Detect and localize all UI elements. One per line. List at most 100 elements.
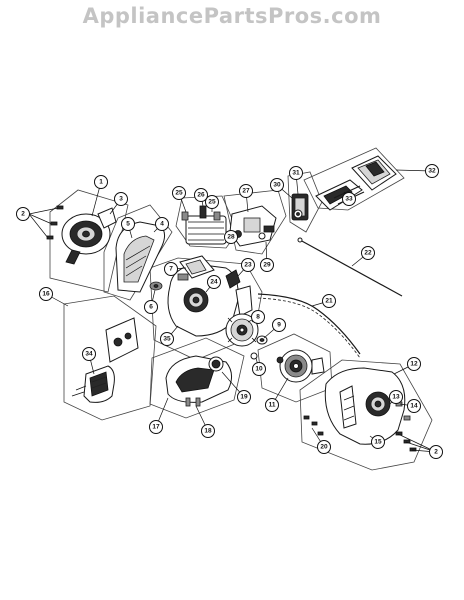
callout-label: 13 [392,394,400,401]
callout-label: 9 [277,322,281,329]
callout-label: 30 [273,182,281,189]
air-box [291,193,309,221]
fuel-tank [165,355,232,407]
callout-label: 12 [410,361,418,368]
callout-14: 14 [407,399,421,413]
callout-label: 10 [255,366,263,373]
callout-25-left: 25 [172,186,186,200]
drive-housing [324,367,417,452]
callout-3: 3 [114,192,128,206]
callout-18: 18 [201,424,215,438]
callout-label: 18 [204,428,212,435]
recoil-starter [61,207,117,265]
callout-19: 19 [237,390,251,404]
callout-label: 4 [160,221,164,228]
callout-23: 23 [241,258,255,272]
callout-12: 12 [407,357,421,371]
callout-label: 2 [21,211,25,218]
callout-label: 28 [227,234,235,241]
drive-housing-group-frame [299,359,433,471]
callout-label: 8 [256,314,260,321]
callout-label: 31 [292,170,300,177]
callout-2-right: 2 [429,445,443,459]
callout-30: 30 [270,178,284,192]
callout-label: 7 [169,266,173,273]
callout-label: 16 [42,291,50,298]
air-filter-group-frame [303,147,405,211]
drive-rod [299,239,403,297]
callout-10: 10 [252,362,266,376]
callout-5: 5 [121,217,135,231]
callout-8: 8 [251,310,265,324]
callout-label: 22 [364,250,372,257]
gasket-7 [179,255,215,279]
clips-20 [303,415,324,436]
callout-27: 27 [239,184,253,198]
shroud-group-frame [103,204,173,301]
watermark: AppliancePartsPros.com [82,4,382,28]
air-filter-cover [315,155,397,211]
callout-13: 13 [389,390,403,404]
bushing-6 [149,281,163,291]
callout-15: 15 [371,435,385,449]
callout-label: 33 [345,196,353,203]
callout-label: 25 [175,190,183,197]
callout-1: 1 [94,175,108,189]
callout-label: 1 [99,179,103,186]
callout-24: 24 [207,275,221,289]
callout-label: 17 [152,424,160,431]
callout-label: 32 [428,168,436,175]
callout-7: 7 [164,262,178,276]
callout-25-right: 25 [205,195,219,209]
callout-35: 35 [160,332,174,346]
callout-label: 21 [325,298,333,305]
callout-20: 20 [317,440,331,454]
carburetor [229,205,277,247]
callout-label: 5 [126,221,130,228]
callout-label: 2 [434,449,438,456]
callout-34: 34 [82,347,96,361]
flywheel [225,313,259,347]
callout-label: 14 [410,403,418,410]
callout-label: 23 [244,262,252,269]
callout-9: 9 [272,318,286,332]
callout-label: 24 [210,279,218,286]
callout-label: 3 [119,196,123,203]
cylinder-group-frame [175,195,239,249]
callout-4: 4 [155,217,169,231]
callout-33: 33 [342,192,356,206]
callout-28: 28 [224,230,238,244]
callout-label: 25 [208,199,216,206]
airbox-group-frame [287,171,323,233]
callout-label: 29 [263,262,271,269]
callout-29: 29 [260,258,274,272]
rod-end [297,237,303,243]
screws-left [28,205,64,240]
leader-2-right-a [397,433,437,453]
callout-label: 26 [197,192,205,199]
callout-label: 19 [240,394,248,401]
clutch [276,349,325,383]
callout-2-left: 2 [16,207,30,221]
callout-31: 31 [289,166,303,180]
callout-label: 11 [269,402,276,409]
callout-label: 6 [149,304,153,311]
throttle-cable [257,293,361,355]
callout-label: 15 [374,439,382,446]
callout-label: 20 [320,444,328,451]
fuel-tank-group-frame [149,337,245,419]
callout-6: 6 [144,300,158,314]
callout-21: 21 [322,294,336,308]
callout-label: 27 [242,188,250,195]
callout-16: 16 [39,287,53,301]
engine-shroud [115,221,166,293]
callout-22: 22 [361,246,375,260]
callout-32: 32 [425,164,439,178]
callout-label: 35 [163,336,171,343]
callout-label: 34 [85,351,93,358]
muffler-group-frame [63,295,157,421]
callout-26: 26 [194,188,208,202]
cylinder [181,205,227,245]
